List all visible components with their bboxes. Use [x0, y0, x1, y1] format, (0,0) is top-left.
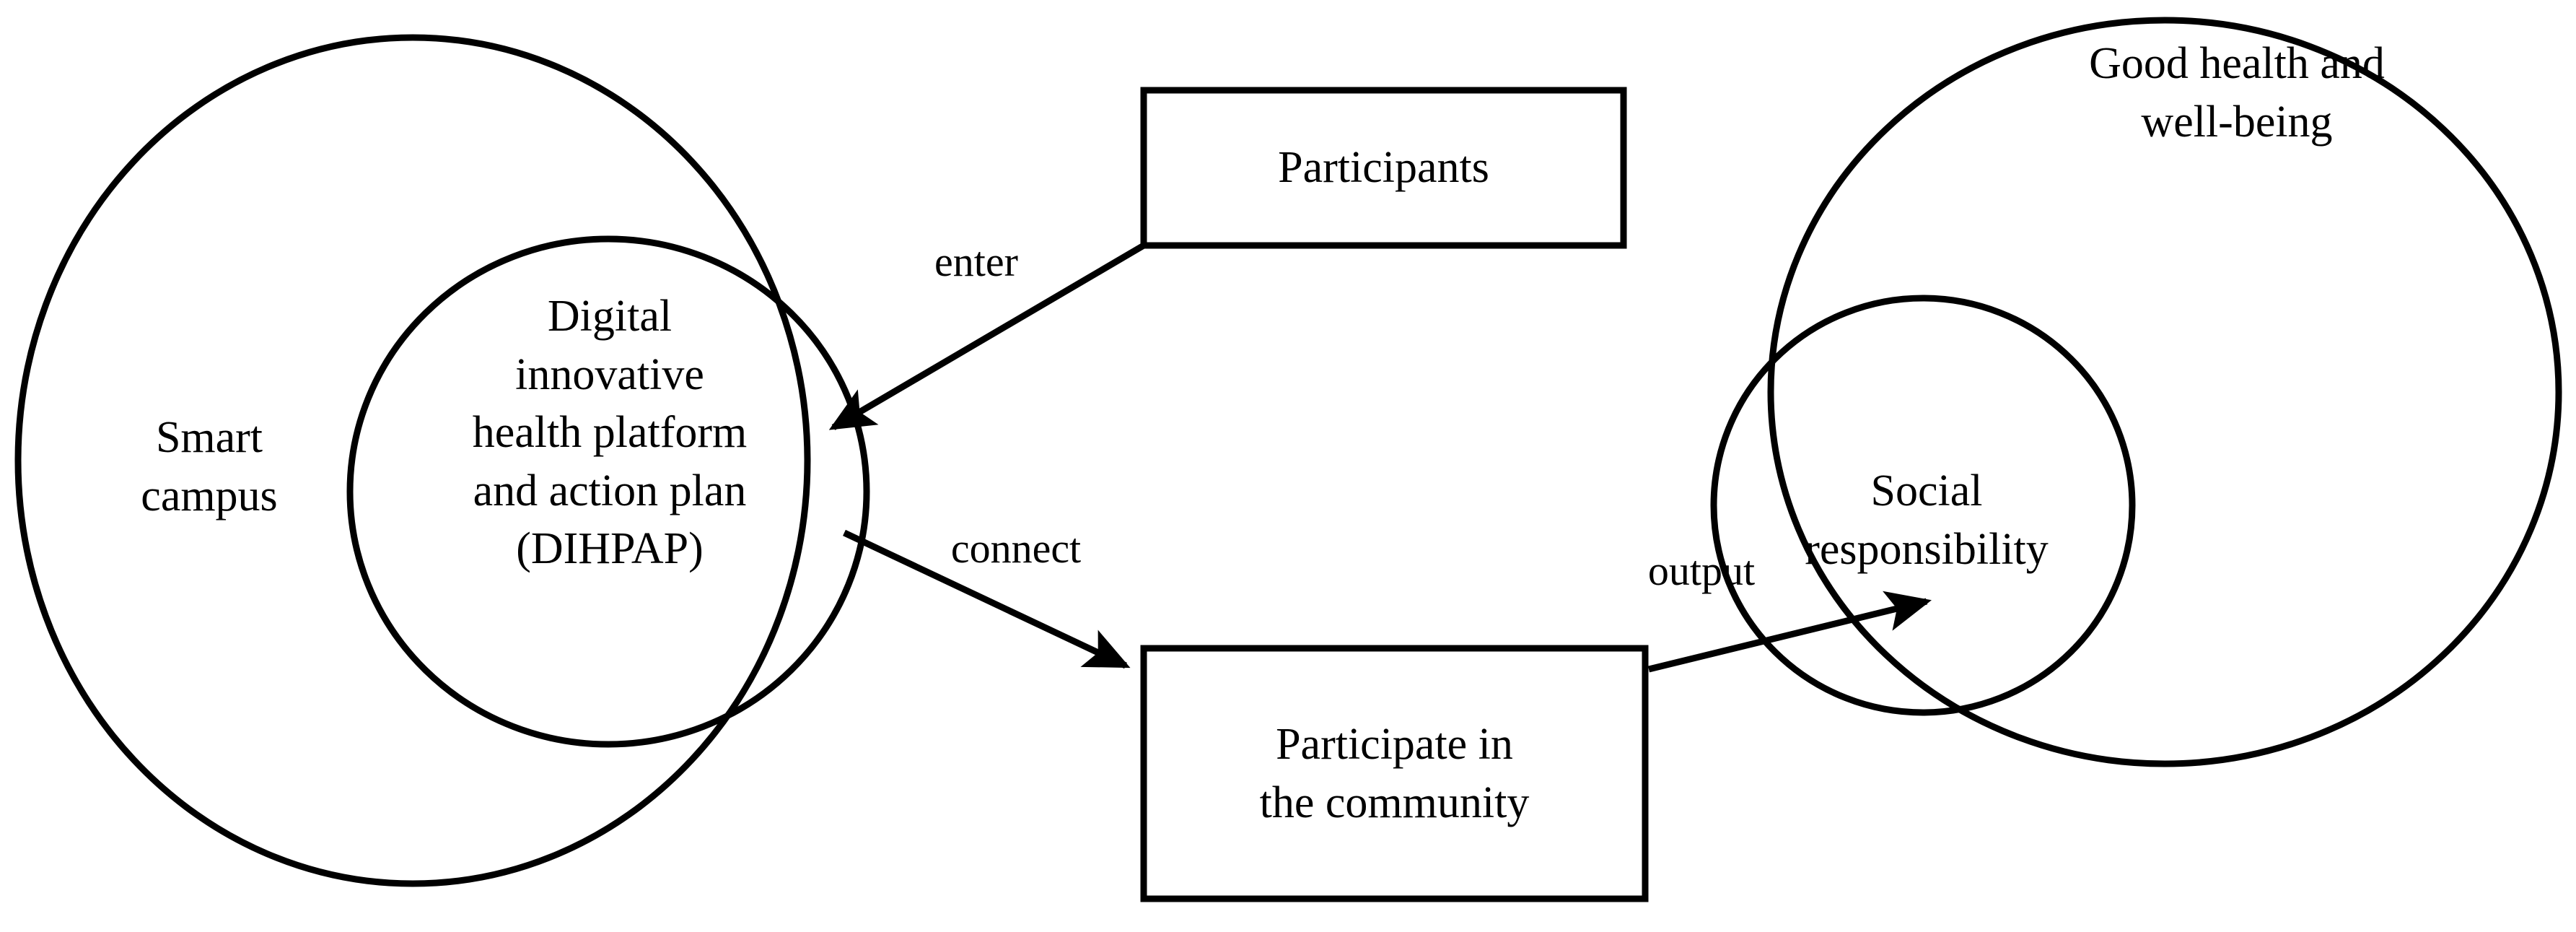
participate-in-community-box-label: Participate in the community: [1259, 719, 1530, 827]
participants-box: [1140, 87, 1627, 249]
connect-arrow: [843, 529, 1131, 669]
enter-arrow: [828, 243, 1146, 430]
social-responsibility-circle: [1710, 295, 2136, 716]
social-responsibility-label: Social responsibility: [1805, 466, 2049, 574]
connect-edge-label: connect: [950, 525, 1082, 572]
smart-campus-circle: [14, 34, 811, 887]
dihpap-circle: [346, 235, 870, 748]
participate-box-label-wrap: Participate in the community: [1144, 648, 1645, 899]
dihpap-label: Digital innovative health platform and a…: [472, 292, 748, 574]
output-arrow: [1647, 591, 1932, 673]
smart-campus-label: Smart campus: [141, 413, 278, 521]
participants-box-label: Participants: [1278, 143, 1489, 193]
good-health-wellbeing-circle: [1767, 17, 2562, 767]
enter-edge-label: enter: [934, 238, 1018, 285]
output-edge-label: output: [1647, 547, 1756, 594]
participants-box-label-wrap: Participants: [1144, 90, 1624, 245]
good-health-and-wellbeing-label: Good health and well-being: [2089, 39, 2385, 147]
participate-in-community-box: [1140, 645, 1649, 902]
